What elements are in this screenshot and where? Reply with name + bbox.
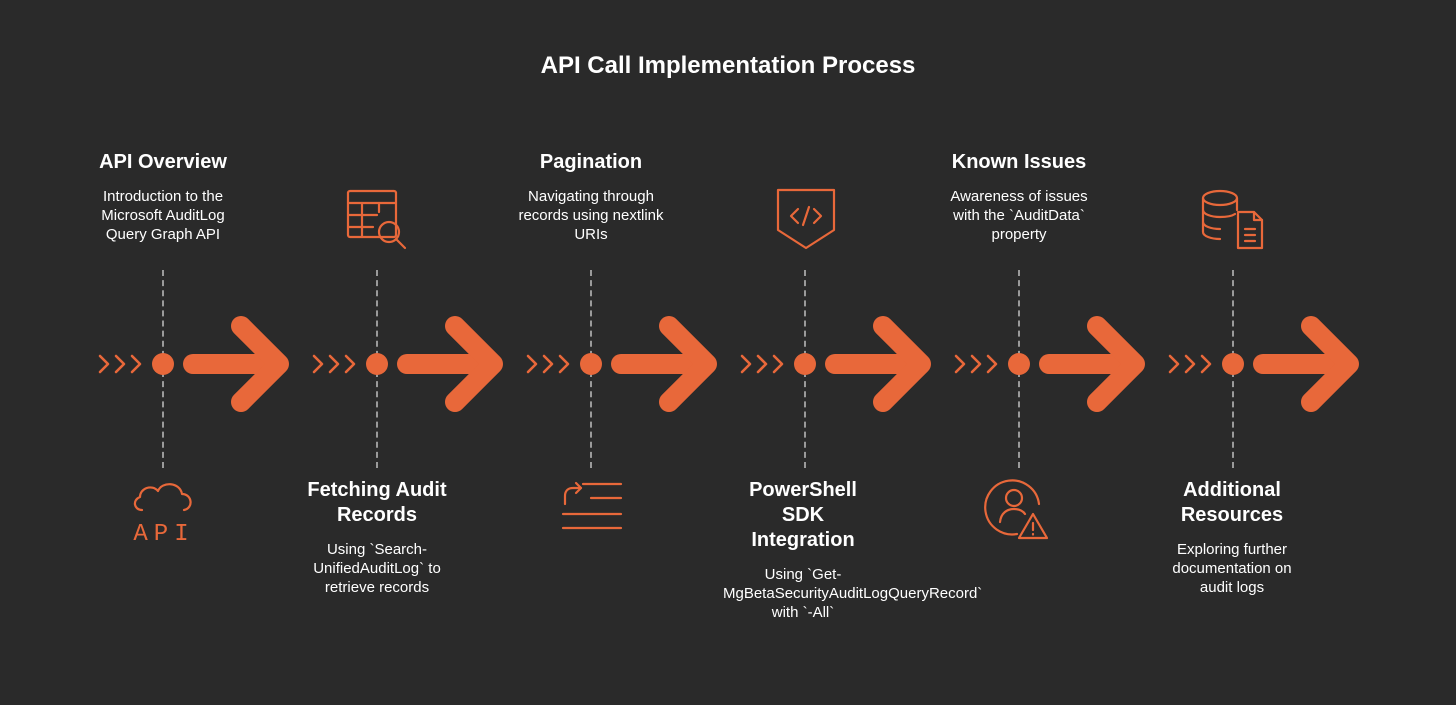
diagram-title: API Call Implementation Process: [540, 52, 916, 79]
timeline-dot: [366, 353, 388, 375]
chevrons-icon: [97, 352, 147, 381]
list-redirect-icon: [551, 472, 631, 552]
code-shield-icon: [766, 180, 846, 260]
stage-pagination: Pagination Navigating through records us…: [491, 150, 691, 244]
stage-additional-resources: Additional Resources Exploring further d…: [1132, 478, 1332, 597]
timeline-dot: [580, 353, 602, 375]
timeline-dot: [152, 353, 174, 375]
chevrons-icon: [311, 352, 361, 381]
stage-title: Pagination: [539, 151, 643, 173]
icon-api-text: API: [133, 521, 194, 548]
arrow-right-icon: [183, 314, 293, 414]
stage-description: Using `Search-UnifiedAuditLog` to retrie…: [313, 541, 441, 596]
stage-powershell-sdk-integration: PowerShell SDK Integration Using `Get-Mg…: [703, 478, 983, 622]
stage-title: Known Issues: [951, 151, 1087, 173]
stage-title: Fetching Audit Records: [307, 479, 447, 526]
arrow-right-icon: [397, 314, 507, 414]
stage-title: API Overview: [99, 151, 227, 173]
cloud-api-icon: API: [124, 472, 204, 552]
stage-description: Awareness of issues with the `AuditData`…: [950, 188, 1088, 243]
stage-title: Additional Resources: [1180, 479, 1284, 526]
chevrons-icon: [739, 352, 789, 381]
stage-description: Exploring further documentation on audit…: [1172, 541, 1292, 596]
arrow-right-icon: [1253, 314, 1363, 414]
stage-description: Using `Get-MgBetaSecurityAuditLogQueryRe…: [723, 566, 983, 621]
table-search-icon: [337, 182, 417, 262]
stage-title: PowerShell SDK Integration: [749, 479, 857, 551]
stage-known-issues: Known Issues Awareness of issues with th…: [919, 150, 1119, 244]
stage-api-overview: API Overview Introduction to the Microso…: [63, 150, 263, 244]
timeline-dot: [1008, 353, 1030, 375]
arrow-right-icon: [825, 314, 935, 414]
arrow-right-icon: [611, 314, 721, 414]
timeline-dot: [1222, 353, 1244, 375]
arrow-right-icon: [1039, 314, 1149, 414]
chevrons-icon: [1167, 352, 1217, 381]
database-document-icon: [1194, 182, 1274, 262]
stage-description: Navigating through records using nextlin…: [518, 188, 664, 243]
timeline-dot: [794, 353, 816, 375]
chevrons-icon: [525, 352, 575, 381]
chevrons-icon: [953, 352, 1003, 381]
user-warning-icon: [979, 472, 1059, 552]
stage-fetching-audit-records: Fetching Audit Records Using `Search-Uni…: [277, 478, 477, 597]
stage-description: Introduction to the Microsoft AuditLog Q…: [101, 188, 225, 243]
